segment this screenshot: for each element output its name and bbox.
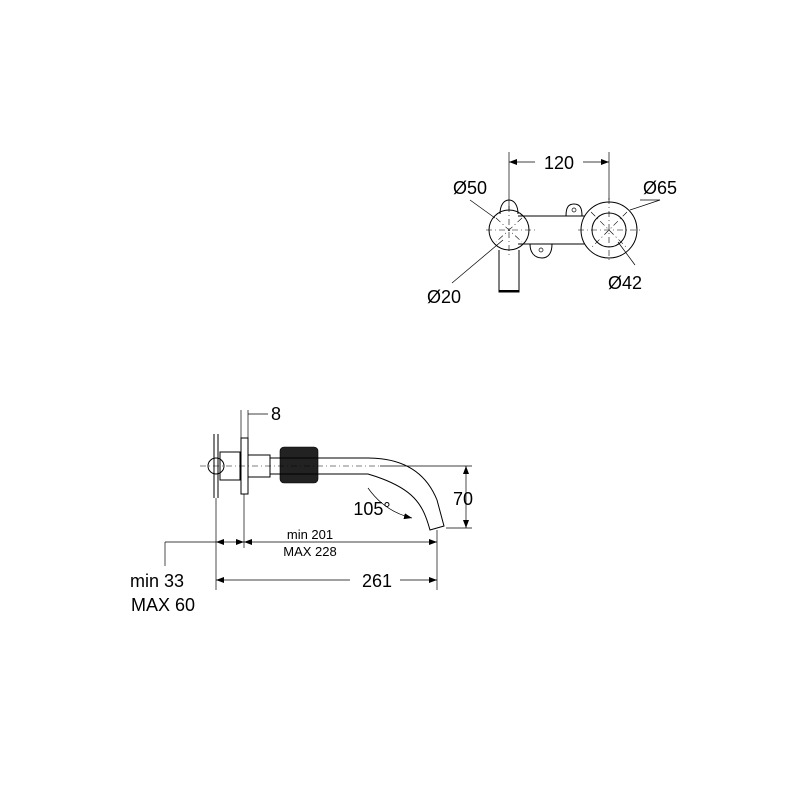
spout-curve	[367, 457, 445, 531]
dim-dia20-label: Ø20	[427, 287, 461, 307]
dim-wall-max-label: MAX 60	[131, 595, 195, 615]
dim-reach-max-label: MAX 228	[283, 544, 336, 559]
lug-hole-bottom	[538, 247, 544, 253]
angle-105-label: 105°	[353, 499, 390, 519]
top-view: 120 Ø50 Ø20 Ø65 Ø42	[427, 152, 677, 307]
dim-dia42-label: Ø42	[608, 273, 642, 293]
spout-tube	[498, 250, 520, 293]
dim-8-label: 8	[271, 404, 281, 424]
side-view: 8 105° 70 min 201 MAX 228 min 33 MAX 60 …	[130, 404, 473, 615]
dim-120-label: 120	[544, 153, 574, 173]
dim-dia50-label: Ø50	[453, 178, 487, 198]
dim-261-label: 261	[362, 571, 392, 591]
dim-dia65-label: Ø65	[643, 178, 677, 198]
handle-hub	[207, 457, 225, 475]
dim-wall-min-label: min 33	[130, 571, 184, 591]
lug-hole-top	[571, 207, 577, 213]
dim-70-label: 70	[453, 489, 473, 509]
dim-reach-min-label: min 201	[287, 527, 333, 542]
mounting-lug-bottom	[529, 243, 553, 259]
mounting-lug-top	[565, 203, 583, 217]
spout-grip	[279, 446, 319, 484]
